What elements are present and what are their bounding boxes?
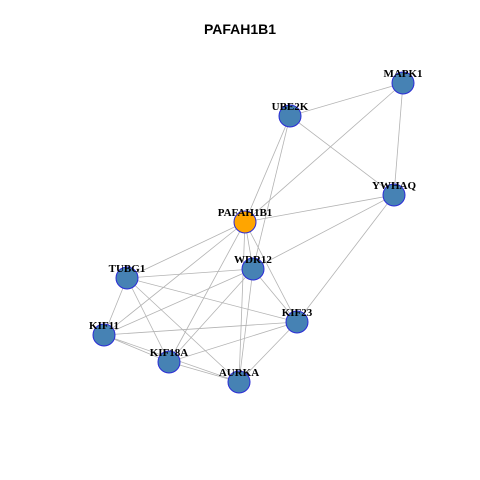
edge-pafah1b1-kif18a [168, 221, 246, 363]
node-kif18a [157, 350, 181, 374]
node-ube2k [278, 104, 302, 128]
node-kif23 [285, 310, 309, 334]
edge-mapk1-pafah1b1 [244, 82, 404, 223]
edge-ube2k-wdr12 [252, 115, 291, 270]
node-kif11 [92, 323, 116, 347]
node-aurka [227, 370, 251, 394]
edge-ywhaq-pafah1b1 [244, 194, 395, 223]
node-label-tubg1: TUBG1 [109, 263, 146, 275]
edge-pafah1b1-aurka [238, 221, 246, 383]
node-label-pafah1b1: PAFAH1B1 [218, 207, 273, 219]
node-ywhaq [382, 183, 406, 207]
node-label-mapk1: MAPK1 [383, 68, 422, 80]
edge-ywhaq-wdr12 [252, 194, 395, 270]
node-label-kif11: KIF11 [89, 320, 119, 332]
node-label-kif23: KIF23 [282, 307, 313, 319]
edge-ywhaq-kif23 [296, 194, 395, 323]
edge-mapk1-ube2k [289, 82, 404, 117]
edge-tubg1-kif18a [126, 277, 170, 363]
edge-wdr12-tubg1 [126, 268, 254, 279]
edge-wdr12-kif18a [168, 268, 254, 363]
node-wdr12 [241, 257, 265, 281]
node-label-ywhaq: YWHAQ [372, 180, 416, 192]
edge-kif23-kif11 [103, 321, 298, 336]
edge-ube2k-ywhaq [289, 115, 395, 196]
node-mapk1 [391, 71, 415, 95]
edge-mapk1-ywhaq [393, 82, 404, 196]
edge-layer [103, 82, 404, 383]
edge-ube2k-pafah1b1 [244, 115, 291, 223]
node-label-kif18a: KIF18A [150, 347, 189, 359]
edge-kif23-kif18a [168, 321, 298, 363]
edge-kif23-aurka [238, 321, 298, 383]
graph-title: PAFAH1B1 [203, 21, 277, 37]
edge-wdr12-kif11 [103, 268, 254, 336]
edge-tubg1-kif23 [126, 277, 298, 323]
edge-pafah1b1-kif23 [244, 221, 298, 323]
node-label-aurka: AURKA [219, 367, 259, 379]
edge-pafah1b1-tubg1 [126, 221, 246, 279]
node-layer [92, 71, 415, 394]
node-tubg1 [115, 266, 139, 290]
edge-kif11-kif18a [103, 334, 170, 363]
edge-kif18a-aurka [168, 361, 240, 383]
node-label-wdr12: WDR12 [234, 254, 272, 266]
node-pafah1b1 [233, 210, 257, 234]
edge-pafah1b1-kif11 [103, 221, 246, 336]
node-label-ube2k: UBE2K [272, 101, 309, 113]
